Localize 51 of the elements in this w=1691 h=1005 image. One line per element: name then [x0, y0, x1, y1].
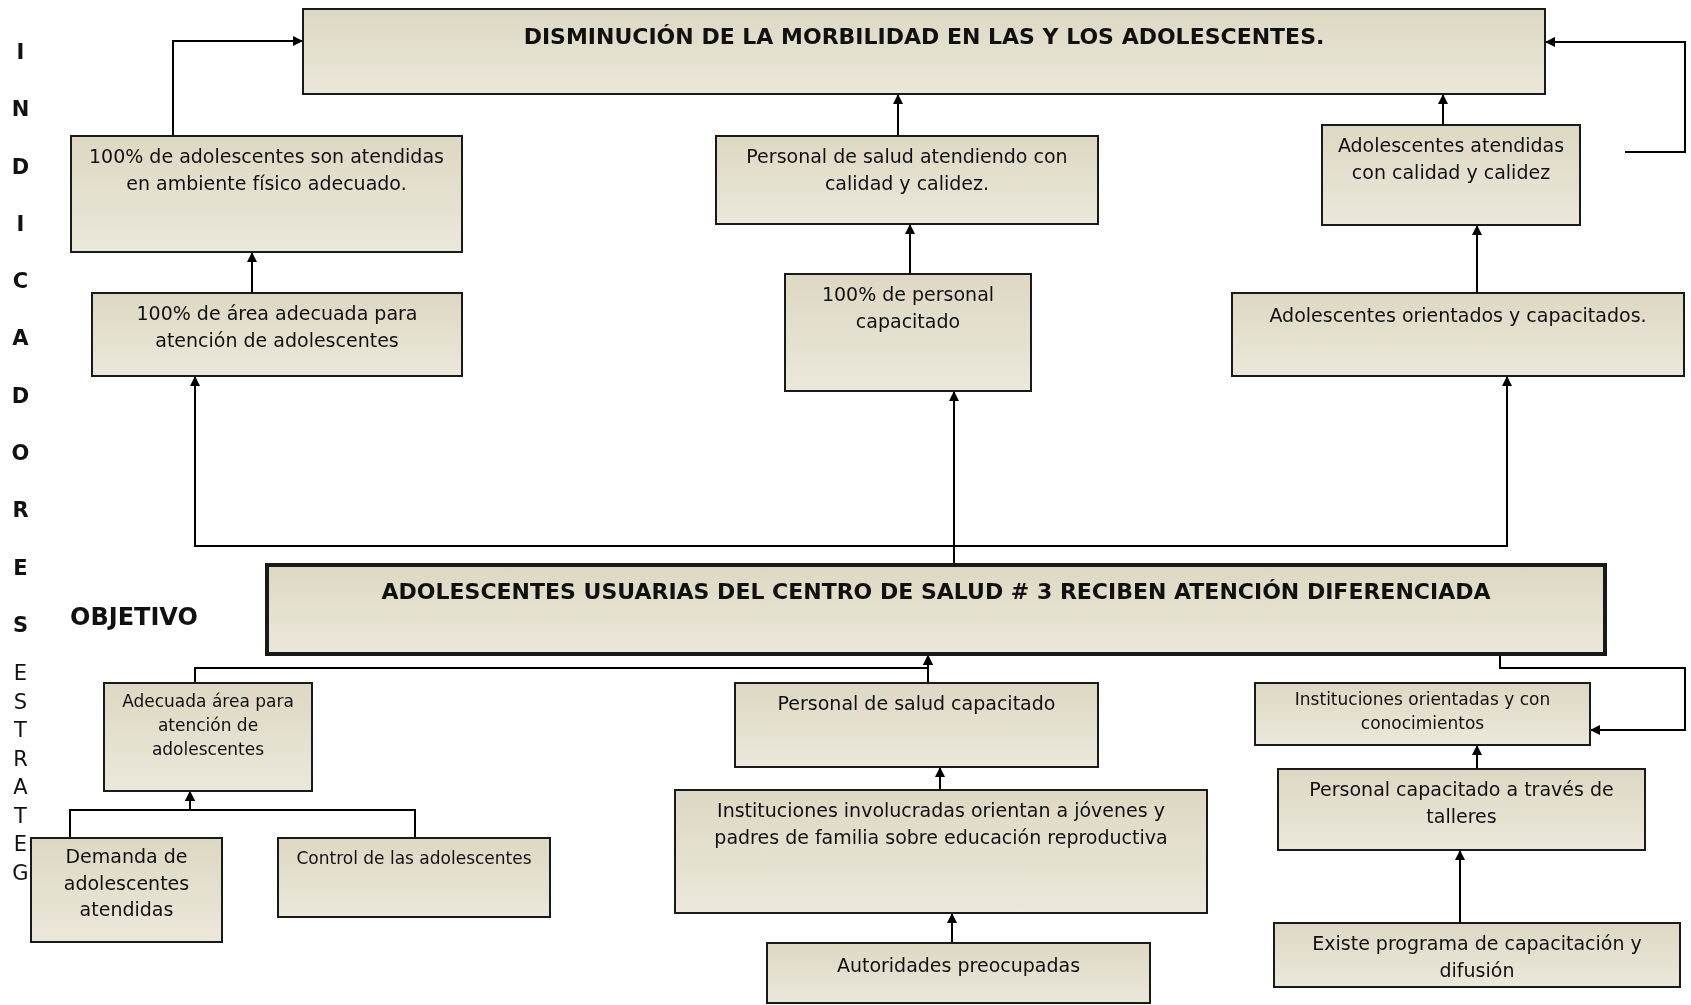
heading-box [302, 8, 1546, 95]
box-text: Existe programa de capacitación y difusión [1311, 931, 1643, 983]
process-box [1254, 682, 1591, 746]
process-box [70, 135, 463, 253]
arrow [935, 767, 945, 790]
box-text: Instituciones orientadas y con conocimientos [1293, 688, 1552, 735]
vertical-label: INDICADORES [10, 39, 31, 639]
arrow [1455, 850, 1465, 923]
process-box [766, 942, 1151, 1004]
arrow [1472, 225, 1482, 293]
box-text: 100% de área adecuada para atención de adolescentes [135, 301, 419, 353]
box-text: Adolescentes atendidas con calidad y calidez [1336, 133, 1566, 185]
box-text: Control de las adolescentes [296, 847, 532, 870]
heading-text: DISMINUCIÓN DE LA MORBILIDAD EN LAS Y LOS ADOLESCENTES. [523, 23, 1325, 51]
heading-box [265, 563, 1607, 656]
arrow [947, 913, 957, 943]
process-box [715, 135, 1099, 225]
arrow [1499, 655, 1686, 735]
box-text: Adecuada área para atención de adolescentes [121, 690, 295, 761]
box-text: Personal capacitado a través de talleres [1308, 777, 1615, 829]
section-label: OBJETIVO [70, 602, 198, 632]
process-box [1321, 124, 1581, 226]
process-box [30, 837, 223, 943]
box-text: Demanda de adolescentes atendidas [62, 844, 191, 923]
process-box [277, 837, 551, 918]
arrow [905, 224, 915, 274]
process-box [1273, 922, 1681, 988]
box-text: Personal de salud atendiendo con calidad y calidez. [745, 144, 1069, 196]
box-text: Instituciones involucradas orientan a jóvenes y padres de familia sobre educación reproductiva [713, 798, 1169, 850]
process-box [1231, 292, 1685, 377]
box-text: 100% de adolescentes son atendidas en ambiente físico adecuado. [88, 144, 445, 196]
box-text: Autoridades preocupadas [836, 953, 1081, 978]
arrow [1545, 37, 1686, 153]
process-box [784, 273, 1032, 392]
process-box [103, 682, 313, 792]
box-text: Adolescentes orientados y capacitados. [1269, 303, 1647, 328]
heading-text: ADOLESCENTES USUARIAS DEL CENTRO DE SALUD # 3 RECIBEN ATENCIÓN DIFERENCIADA [381, 578, 1491, 606]
process-box [674, 789, 1208, 914]
arrow [1472, 745, 1482, 769]
process-box [91, 292, 463, 377]
arrow [172, 36, 303, 136]
arrow [923, 655, 933, 683]
arrow [893, 94, 903, 136]
arrow [185, 791, 416, 838]
vertical-label: ESTRATEG [11, 660, 30, 887]
box-text: Personal de salud capacitado [777, 691, 1056, 716]
arrow [247, 252, 257, 293]
arrow [1438, 94, 1448, 125]
box-text: 100% de personal capacitado [820, 282, 996, 334]
process-box [734, 682, 1099, 768]
process-box [1277, 768, 1646, 851]
